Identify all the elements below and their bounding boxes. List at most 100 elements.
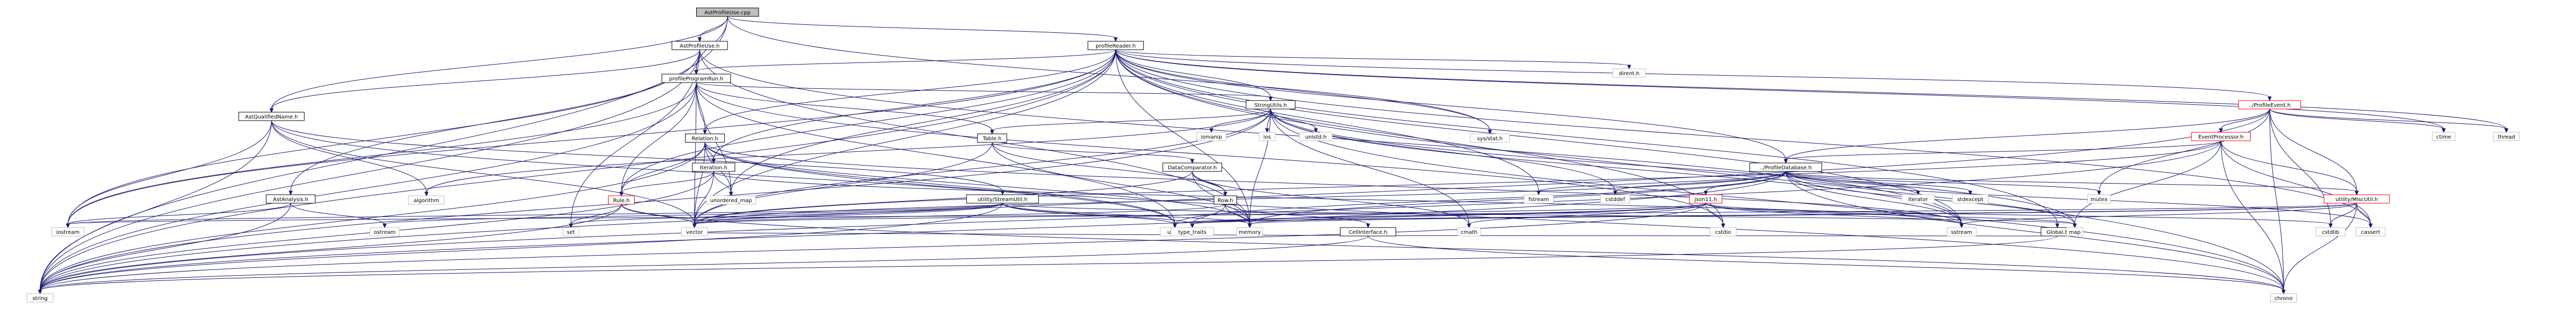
edge-line [1786,108,2270,160]
node-iteration-h[interactable]: Iteration.h [692,162,735,172]
edge-stringutils_h-to-table_h [990,108,1271,135]
node-json11-h[interactable]: json11.h [1689,194,1722,204]
edge-line [696,82,705,131]
node-cellinterface-h[interactable]: CellInterface.h [1340,227,1397,237]
node-set[interactable]: set [562,227,580,237]
edge-line [1705,203,2075,225]
edge-line [699,49,1250,225]
node-box [671,41,728,50]
edge-line [694,171,714,225]
node-stdexcept[interactable]: stdexcept [1952,194,1989,204]
node-astqualifiedname-h[interactable]: AstQualifiedName.h [238,112,305,121]
node-astanalysis-h[interactable]: AstAnalysis.h [265,194,316,204]
node-table-h[interactable]: Table.h [977,133,1007,143]
node-iterator[interactable]: iterator [1901,194,1935,204]
node-box [1246,100,1295,110]
node-ctime[interactable]: ctime [2432,132,2456,141]
node-streamutil-h[interactable]: utility/StreamUtil.h [966,194,1039,204]
node-datacomparator-h[interactable]: DataComparator.h [1162,162,1222,172]
edge-line [1174,203,2357,225]
edge-cellinterface_h-to-chrono [1367,235,2286,295]
edge-astprofileuse_h-to-astqualifiedname_h [269,49,700,113]
node-cstdlib[interactable]: cstdlib [2315,227,2346,237]
edge-profilereader_h-to-profileprogramrun_h [694,49,1116,75]
node-unordered-map[interactable]: unordered_map [706,195,756,205]
node-vector[interactable]: vector [681,227,708,237]
node-astprofileuse-h[interactable]: AstProfileUse.h [671,41,728,50]
node-profileprogramrun-h[interactable]: profileProgramRun.h [661,74,731,83]
edge-line [696,82,1271,98]
node-thread[interactable]: thread [2493,132,2520,141]
node-cmath[interactable]: cmath [1457,227,1481,237]
node-iostream[interactable]: iostream [51,227,85,237]
node-string[interactable]: string [26,293,54,303]
node-romanip[interactable]: iomanip [1196,132,1227,141]
node-fstream[interactable]: fstream [1523,194,1554,204]
node-unistd-h[interactable]: unistd.h [1299,132,1333,141]
edge-line [40,235,2058,291]
node-profileevent-h[interactable]: ../ProfileEvent.h [2238,100,2302,110]
node-box [1710,227,1737,237]
edge-line [571,204,622,225]
node-ios[interactable]: ios [1258,132,1276,141]
edge-arrowhead [1959,223,1964,229]
node-sysstat-h[interactable]: sys/stat.h [1470,133,1510,143]
edge-stringutils_h-to-cstddef [1270,108,1618,196]
node-map[interactable]: map [2066,227,2083,237]
edge-profilereader_h-to-sysstat_h [1115,49,1492,135]
edge-line [1115,49,1490,131]
node-box [1162,162,1222,172]
node-label: string [32,296,48,302]
edge-profilereader_h-to-iteration_h [712,49,1116,164]
node-dirent-h[interactable]: dirent.h [1612,68,1646,78]
node-type-traits[interactable]: type_traits [1170,227,1214,237]
node-eventprocessor-h[interactable]: EventProcessor.h [2191,132,2251,141]
node-label: AstProfileUse.cpp [705,10,751,16]
node-row-h[interactable]: Row.h [1213,195,1237,205]
node-cstdio[interactable]: cstdio [1710,227,1737,237]
edge-arrowhead [1209,128,1214,133]
edge-json11_h-to-cstdio [1705,203,1726,229]
node-stringutils-h[interactable]: StringUtils.h [1246,100,1295,110]
edge-eventprocessor_h-to-cassert [2220,140,2373,229]
node-box [1258,132,1276,141]
edge-iteration_h-to-rule_h [619,171,714,197]
node-miscutil-h[interactable]: utility/MiscUtil.h [2323,194,2390,204]
node-profilereader-h[interactable]: profileReader.h [1087,41,1144,50]
node-root[interactable]: AstProfileUse.cpp [696,7,759,17]
edge-line [271,120,1003,192]
node-cassert[interactable]: cassert [2356,227,2386,237]
node-profiledatabase-h[interactable]: ../ProfileDatabase.h [1749,162,1823,172]
node-box [1170,227,1214,237]
edge-arrowhead [1190,223,1195,229]
edge-profilereader_h-to-stringutils_h [1115,49,1273,102]
edge-miscutil_h-to-chrono [2281,203,2357,295]
edge-profileprogramrun_h-to-vector [692,82,697,229]
edge-line [67,120,272,225]
node-rule-h[interactable]: Rule.h [608,195,635,205]
edge-line [621,204,2284,291]
node-label: dirent.h [1619,71,1639,77]
edge-line [271,120,695,225]
edge-line [2220,140,2284,291]
node-ostream[interactable]: ostream [369,227,400,237]
edge-arrowhead [703,130,707,135]
edge-arrowhead [1247,223,1252,229]
node-box [696,7,759,17]
edge-line [727,16,1490,131]
node-box [2066,227,2083,237]
node-mutex[interactable]: mutex [2087,194,2111,204]
edge-profilereader_h-to-vector [692,49,1116,229]
node-label: memory [1239,230,1261,235]
edge-arrowhead [269,108,274,113]
edge-line [1270,108,1317,130]
node-cstddef[interactable]: cstddef [1600,194,1630,204]
node-relation-h[interactable]: Relation.h [685,133,725,143]
node-memory[interactable]: memory [1236,227,1263,237]
node-algorithm[interactable]: algorithm [408,195,445,205]
edge-line [1115,49,2444,130]
node-chrono[interactable]: chrono [2270,293,2297,303]
node-label: AstAnalysis.h [273,197,308,203]
node-sstream[interactable]: sstream [1947,227,1977,237]
edge-profilereader_h-to-fstream [1115,49,1541,196]
